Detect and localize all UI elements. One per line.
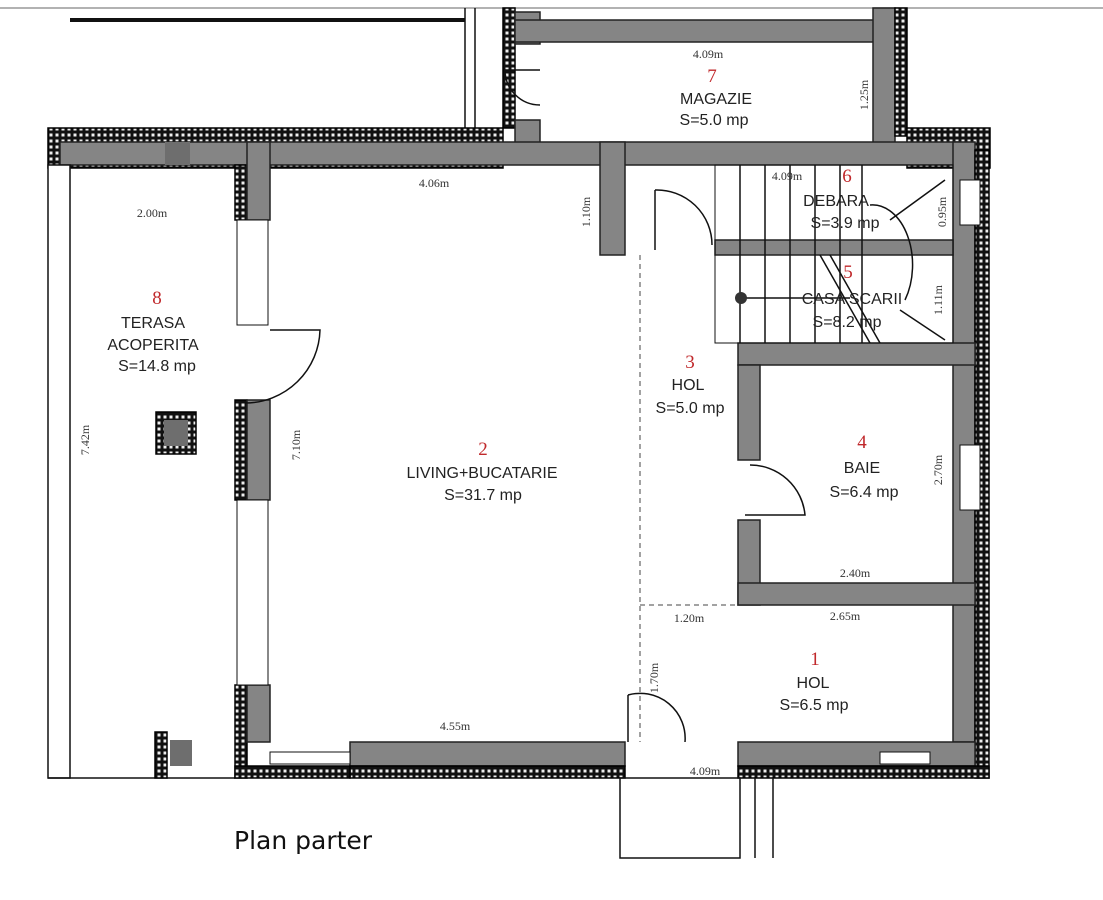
svg-text:S=5.0 mp: S=5.0 mp: [680, 112, 749, 129]
room-3-label: 3 HOL S=5.0 mp: [656, 352, 725, 417]
doors: [244, 69, 806, 743]
svg-text:1.70m: 1.70m: [647, 662, 661, 693]
svg-text:2.65m: 2.65m: [830, 609, 861, 623]
svg-text:S=14.8 mp: S=14.8 mp: [118, 358, 196, 375]
svg-text:7: 7: [707, 66, 717, 87]
svg-text:2.70m: 2.70m: [931, 454, 945, 485]
svg-text:S=3.9 mp: S=3.9 mp: [811, 215, 880, 232]
svg-text:1.25m: 1.25m: [857, 79, 871, 110]
room-2-label: 2 LIVING+BUCATARIE S=31.7 mp: [407, 439, 558, 504]
svg-text:HOL: HOL: [797, 675, 830, 692]
svg-text:ACOPERITA: ACOPERITA: [107, 337, 199, 354]
svg-text:7.10m: 7.10m: [289, 429, 303, 460]
svg-text:4: 4: [857, 432, 867, 453]
room-7-label: 7 MAGAZIE S=5.0 mp: [680, 66, 752, 129]
svg-text:4.09m: 4.09m: [693, 47, 724, 61]
svg-text:4.55m: 4.55m: [440, 719, 471, 733]
svg-text:8: 8: [152, 288, 162, 309]
svg-text:CASA SCARII: CASA SCARII: [802, 291, 902, 308]
svg-text:1.10m: 1.10m: [579, 196, 593, 227]
dimension-labels: 4.09m 1.25m 4.06m 1.10m 4.09m 0.95m 2.00…: [78, 47, 949, 778]
svg-text:S=8.2 mp: S=8.2 mp: [813, 314, 882, 331]
svg-text:6: 6: [842, 166, 852, 187]
entry-steps: [619, 777, 774, 859]
room-4-label: 4 BAIE S=6.4 mp: [830, 432, 899, 501]
stairs: [714, 164, 954, 344]
room-5-label: 5 CASA SCARII S=8.2 mp: [802, 262, 902, 331]
svg-text:S=6.5 mp: S=6.5 mp: [780, 697, 849, 714]
svg-text:2.00m: 2.00m: [137, 206, 168, 220]
svg-text:S=5.0 mp: S=5.0 mp: [656, 400, 725, 417]
svg-text:7.42m: 7.42m: [78, 424, 92, 455]
room-8-label: 8 TERASA ACOPERITA S=14.8 mp: [107, 288, 199, 375]
svg-text:LIVING+BUCATARIE: LIVING+BUCATARIE: [407, 465, 558, 482]
svg-text:0.95m: 0.95m: [935, 196, 949, 227]
svg-text:1.11m: 1.11m: [931, 284, 945, 315]
svg-text:4.06m: 4.06m: [419, 176, 450, 190]
svg-text:DEBARA: DEBARA: [803, 193, 869, 210]
svg-text:MAGAZIE: MAGAZIE: [680, 91, 752, 108]
plan-caption: Plan parter: [234, 826, 373, 855]
svg-text:TERASA: TERASA: [121, 315, 185, 332]
svg-text:4.09m: 4.09m: [690, 764, 721, 778]
svg-text:S=31.7 mp: S=31.7 mp: [444, 487, 522, 504]
svg-text:BAIE: BAIE: [844, 460, 880, 477]
room-1-label: 1 HOL S=6.5 mp: [780, 649, 849, 714]
svg-text:HOL: HOL: [672, 377, 705, 394]
svg-text:S=6.4 mp: S=6.4 mp: [830, 484, 899, 501]
walls: [47, 7, 991, 779]
room-6-label: 6 DEBARA S=3.9 mp: [803, 166, 879, 232]
hall-boundaries: [639, 255, 738, 742]
svg-text:4.09m: 4.09m: [772, 169, 803, 183]
svg-text:1: 1: [810, 649, 820, 670]
svg-text:5: 5: [843, 262, 853, 283]
svg-text:2.40m: 2.40m: [840, 566, 871, 580]
svg-text:2: 2: [478, 439, 488, 460]
svg-text:1.20m: 1.20m: [674, 611, 705, 625]
svg-text:3: 3: [685, 352, 695, 373]
